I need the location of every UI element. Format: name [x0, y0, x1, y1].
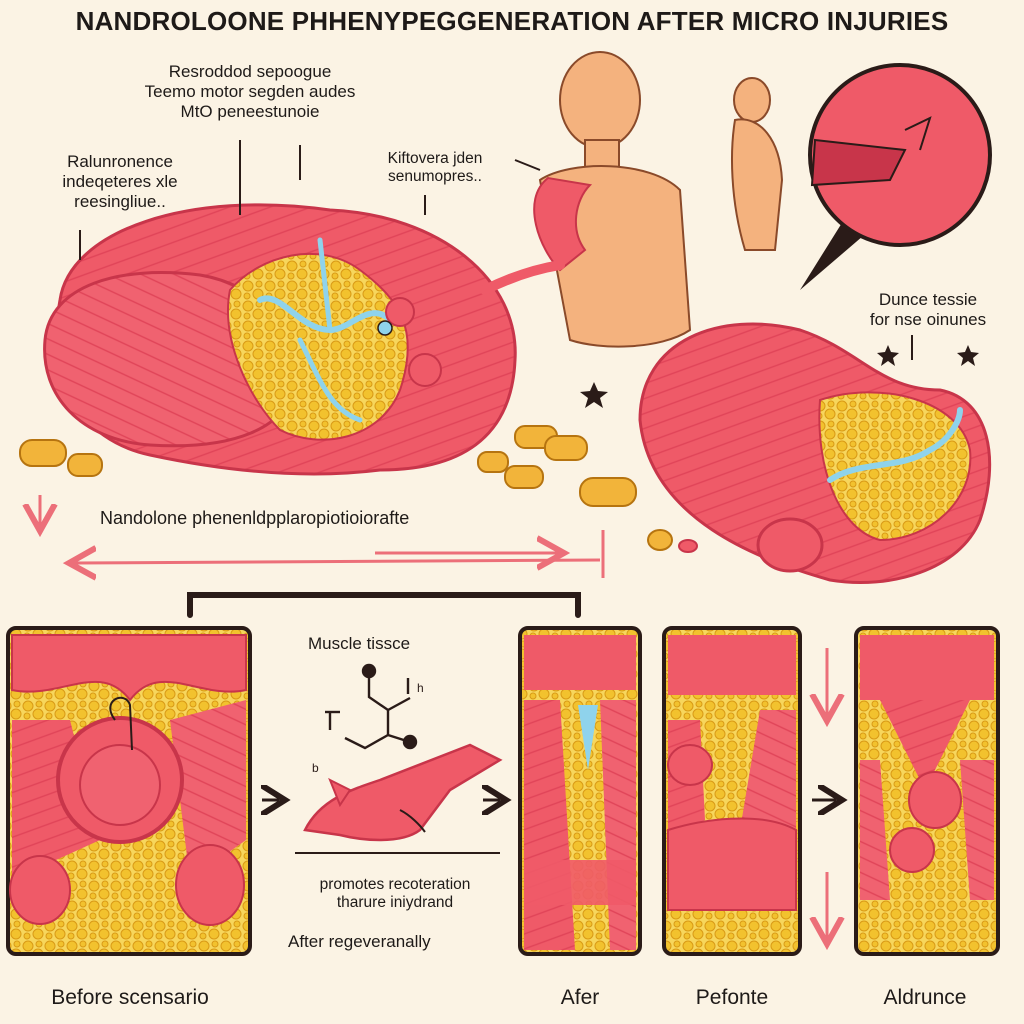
panel-label-before: Before scensario: [51, 986, 209, 1009]
top-center-annotation: Resroddod sepoogue Teemo motor segden au…: [100, 62, 400, 122]
human-figure-front: [480, 51, 692, 348]
star-marks: [580, 345, 979, 408]
flow-arrows-pink: [40, 495, 605, 578]
panel-pefonte: [662, 626, 802, 956]
group-bracket: [187, 592, 581, 618]
leader-lines: [79, 140, 913, 360]
panel-label-aldrunce: Aldrunce: [883, 986, 967, 1009]
annotation-line: indeqeteres xle: [62, 172, 178, 192]
panel-aldrunce: [854, 626, 1000, 956]
promotes-annotation: promotes recoteration tharure iniydrand: [270, 876, 520, 913]
muscle-tissue-label: Muscle tissce: [308, 634, 411, 653]
annotation-line: for nse oinunes: [869, 310, 987, 330]
after-regeneration-label: After regeveranally: [288, 932, 431, 951]
annotation-line: promotes recoteration: [319, 876, 471, 893]
annotation-line: reesingliue..: [74, 192, 166, 212]
annotation-line: Ralunronence: [67, 152, 173, 171]
page-title: NANDROLOONE PHHENYPEGGENERATION AFTER MI…: [75, 6, 949, 36]
annotation-line: MtO peneestunoie: [180, 102, 320, 122]
panel-before: [6, 626, 252, 956]
arm-annotation: Kiftovera jden senumopres..: [355, 150, 515, 187]
drug-label: Nandolone phenenldpplaropiotioiorafte: [100, 508, 410, 528]
right-muscle-illustration: [638, 322, 992, 584]
annotation-line: Resroddod sepoogue: [168, 62, 332, 81]
large-muscle-illustration: [43, 203, 517, 476]
annotation-line: Dunce tessie: [878, 290, 978, 309]
annotation-line: senumopres..: [388, 168, 482, 186]
human-figure-side: [731, 77, 784, 251]
molecule-glyph-b: b: [312, 761, 319, 775]
annotation-line: Kiftovera jden: [387, 150, 483, 167]
annotation-line: tharure iniydrand: [336, 894, 454, 912]
molecule-glyph-h: h: [417, 681, 424, 695]
repair-fiber: [303, 743, 503, 842]
pill-capsules: [19, 425, 698, 553]
panel-label-pefonte: Pefonte: [695, 986, 769, 1009]
molecule-structure: [325, 663, 418, 750]
right-annotation: Dunce tessie for nse oinunes: [838, 290, 1018, 330]
magnified-inset: [800, 63, 992, 290]
panel-after: [518, 626, 642, 956]
annotation-line: Teemo motor segden audes: [144, 82, 356, 102]
panel-label-after: Afer: [560, 986, 600, 1009]
left-annotation: Ralunronence indeqeteres xle reesingliue…: [20, 152, 220, 212]
